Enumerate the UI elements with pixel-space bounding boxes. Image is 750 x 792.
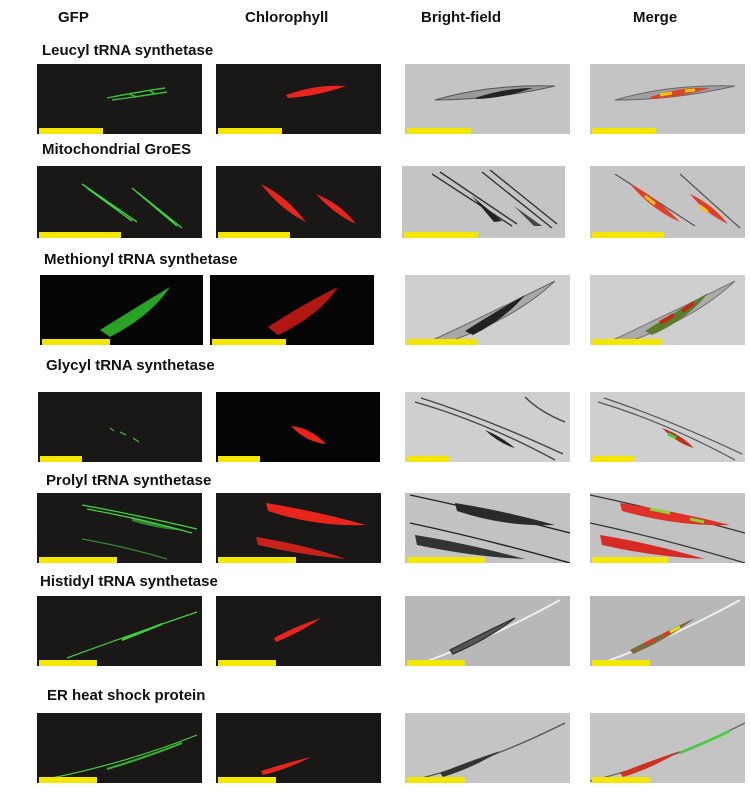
chlorophyll-image-groes	[216, 166, 381, 238]
scale-bar	[218, 456, 260, 462]
row-label-er-heat-shock: ER heat shock protein	[47, 687, 206, 704]
chlorophyll-image-prolyl	[216, 493, 381, 563]
scale-bar	[404, 232, 478, 238]
gfp-image-leucyl	[37, 64, 202, 134]
scale-bar	[39, 777, 97, 783]
column-header-gfp: GFP	[58, 9, 89, 26]
row-label-prolyl: Prolyl tRNA synthetase	[46, 472, 212, 489]
scale-bar	[218, 557, 296, 563]
gfp-image-methionyl	[40, 275, 203, 345]
chlorophyll-image-glycyl	[216, 392, 380, 462]
brightfield-image-prolyl	[405, 493, 570, 563]
scale-bar	[39, 557, 117, 563]
row-label-methionyl: Methionyl tRNA synthetase	[44, 251, 238, 268]
column-header-bright-field: Bright-field	[421, 9, 501, 26]
scale-bar	[218, 660, 276, 666]
scale-bar	[592, 128, 656, 134]
scale-bar	[218, 777, 276, 783]
gfp-image-er-heat-shock	[37, 713, 202, 783]
scale-bar	[407, 660, 465, 666]
scale-bar	[407, 557, 485, 563]
scale-bar	[40, 456, 82, 462]
merge-image-er-heat-shock	[590, 713, 745, 783]
merge-image-prolyl	[590, 493, 745, 563]
gfp-image-prolyl	[37, 493, 202, 563]
row-label-leucyl: Leucyl tRNA synthetase	[42, 42, 214, 59]
scale-bar	[407, 339, 477, 345]
brightfield-image-histidyl	[405, 596, 570, 666]
chlorophyll-image-histidyl	[216, 596, 381, 666]
chlorophyll-image-methionyl	[210, 275, 374, 345]
scale-bar	[218, 128, 282, 134]
scale-bar	[39, 232, 121, 238]
column-header-merge: Merge	[633, 9, 678, 26]
gfp-image-glycyl	[38, 392, 202, 462]
scale-bar	[592, 232, 664, 238]
scale-bar	[212, 339, 286, 345]
scale-bar	[407, 456, 449, 462]
scale-bar	[592, 456, 634, 462]
scale-bar	[592, 777, 650, 783]
brightfield-image-leucyl	[405, 64, 570, 134]
brightfield-image-methionyl	[405, 275, 570, 345]
merge-image-histidyl	[590, 596, 745, 666]
brightfield-image-glycyl	[405, 392, 570, 462]
chlorophyll-image-er-heat-shock	[216, 713, 381, 783]
scale-bar	[218, 232, 290, 238]
scale-bar	[407, 777, 465, 783]
merge-image-groes	[590, 166, 745, 238]
chlorophyll-image-leucyl	[216, 64, 381, 134]
brightfield-image-er-heat-shock	[405, 713, 570, 783]
scale-bar	[592, 339, 662, 345]
scale-bar	[39, 128, 103, 134]
merge-image-glycyl	[590, 392, 745, 462]
column-header-chlorophyll: Chlorophyll	[245, 9, 329, 26]
scale-bar	[39, 660, 97, 666]
merge-image-methionyl	[590, 275, 745, 345]
scale-bar	[42, 339, 110, 345]
gfp-image-histidyl	[37, 596, 202, 666]
row-label-histidyl: Histidyl tRNA synthetase	[40, 573, 218, 590]
brightfield-image-groes	[402, 166, 565, 238]
gfp-image-groes	[37, 166, 202, 238]
merge-image-leucyl	[590, 64, 745, 134]
scale-bar	[407, 128, 471, 134]
row-label-glycyl: Glycyl tRNA synthetase	[46, 357, 215, 374]
scale-bar	[592, 557, 668, 563]
row-label-groes: Mitochondrial GroES	[42, 141, 192, 158]
scale-bar	[592, 660, 650, 666]
